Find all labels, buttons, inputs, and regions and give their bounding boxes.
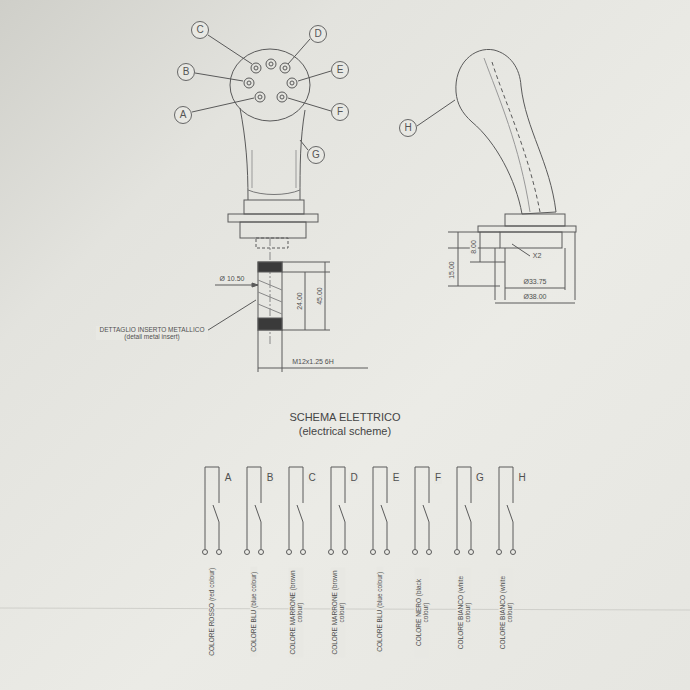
wire-colour: COLORE BLU (blue colour) — [376, 567, 383, 657]
wire-colour: COLORE MARRONE (brown colour) — [289, 567, 304, 657]
wire-colour: COLORE BLU (blue colour) — [250, 567, 257, 657]
wire-colour: COLORE MARRONE (brown colour) — [331, 567, 346, 657]
dimension: 8.00 — [470, 239, 478, 255]
callout-circle: E — [331, 61, 349, 79]
callout-circle: C — [191, 21, 209, 39]
dimension: 15.00 — [448, 260, 456, 280]
switch-letter: D — [349, 472, 358, 484]
switch-letter: A — [224, 472, 233, 484]
switch-letter: F — [434, 472, 442, 484]
callout-letter: A — [180, 110, 187, 120]
callout-circle: D — [309, 25, 327, 43]
callout-letter: F — [337, 107, 343, 117]
callout-letter: H — [404, 123, 411, 133]
callout-circle: B — [177, 63, 195, 81]
switch-letter: H — [517, 472, 526, 484]
thread-dimension: M12x1.25 6H — [291, 358, 335, 366]
callout-letter: D — [314, 29, 321, 39]
callout-letter: C — [196, 25, 203, 35]
dimension: Ø33.75 — [523, 278, 548, 286]
callout-letter: G — [312, 150, 320, 160]
wire-colour: COLORE BIANCO (white colour) — [499, 567, 514, 657]
section-title: SCHEMA ELETTRICO (electrical scheme) — [280, 411, 410, 439]
wire-colour: COLORE BIANCO (white colour) — [457, 567, 472, 657]
switch-letter: E — [392, 472, 401, 484]
callout-circle: H — [399, 119, 417, 137]
callout-letter: B — [183, 67, 190, 77]
callout-circle: A — [174, 106, 192, 124]
wire-colour: COLORE ROSSO (red colour) — [208, 567, 215, 657]
dimension: Ø 10.50 — [219, 275, 246, 283]
callout-circle: G — [307, 146, 325, 164]
dimension: 45.00 — [316, 286, 324, 306]
callout-circle: F — [331, 103, 349, 121]
dimension: X2 — [532, 252, 543, 260]
callout-letter: E — [337, 65, 344, 75]
switch-letter: B — [266, 472, 275, 484]
switch-letter: C — [307, 472, 316, 484]
detail-note: DETTAGLIO INSERTO METALLICO (detail meta… — [96, 326, 208, 341]
dimension: Ø38.00 — [523, 293, 548, 301]
switch-letter: G — [475, 472, 485, 484]
dimension: 24.00 — [296, 291, 304, 311]
wire-colour: COLORE NERO (black colour) — [415, 567, 430, 657]
